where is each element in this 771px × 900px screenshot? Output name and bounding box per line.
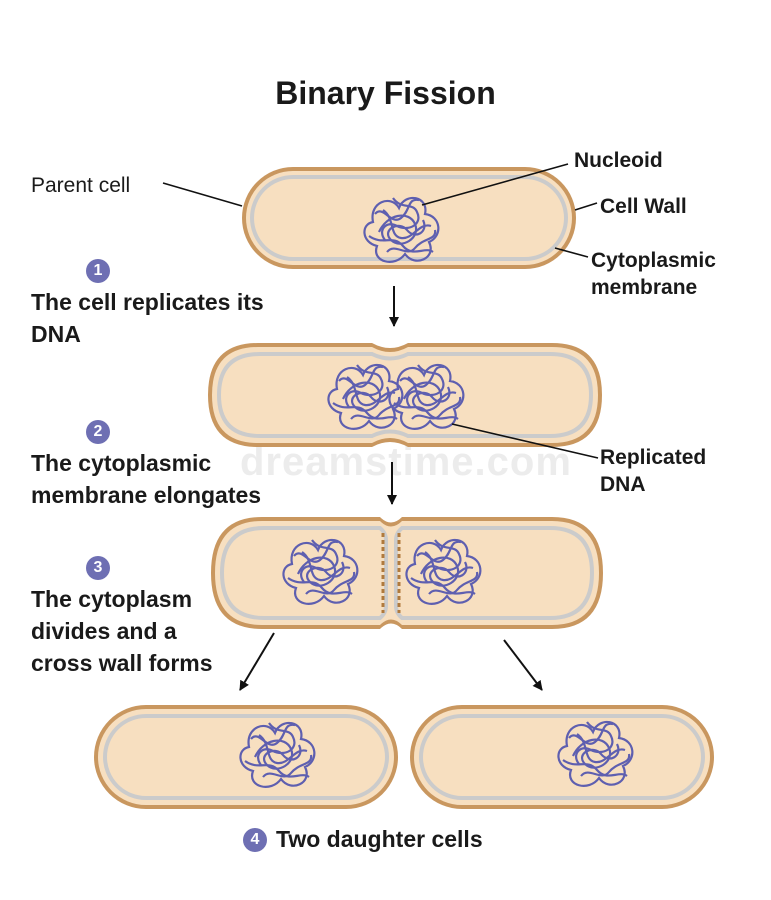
step-2-text: The cytoplasmic membrane elongates <box>31 450 262 508</box>
leader-replicated-dna <box>451 423 599 459</box>
dividing-cell <box>211 517 603 629</box>
arrow-to-right-daughter <box>503 639 543 691</box>
daughter-cell-right <box>410 705 714 809</box>
leader-cytoplasmic-membrane <box>554 247 589 258</box>
diagram-title: Binary Fission <box>275 75 496 111</box>
watermark: dreamstime.com <box>240 440 572 484</box>
parent-cell <box>242 167 576 269</box>
step-3-badge: 3 <box>86 556 110 580</box>
step-3-text: The cytoplasm divides and a cross wall f… <box>31 586 213 676</box>
arrow-to-left-daughter <box>239 632 275 691</box>
leader-cell-wall <box>574 202 598 211</box>
leader-parent-cell <box>162 182 243 207</box>
label-cytoplasmic-membrane: Cytoplasmic membrane <box>591 249 716 300</box>
label-cell-wall: Cell Wall <box>600 195 687 218</box>
step-4-badge: 4 <box>243 828 267 852</box>
step-1-text: The cell replicates its DNA <box>31 289 264 347</box>
step-1-badge: 1 <box>86 259 110 283</box>
label-nucleoid: Nucleoid <box>574 149 663 172</box>
label-parent-cell: Parent cell <box>31 174 131 197</box>
daughter-cell-left <box>94 705 398 809</box>
leader-nucleoid <box>421 163 569 206</box>
step-2-badge: 2 <box>86 420 110 444</box>
step-4-text: Two daughter cells <box>276 826 483 852</box>
label-replicated-dna: Replicated DNA <box>600 446 707 497</box>
elongating-cell <box>208 343 602 447</box>
